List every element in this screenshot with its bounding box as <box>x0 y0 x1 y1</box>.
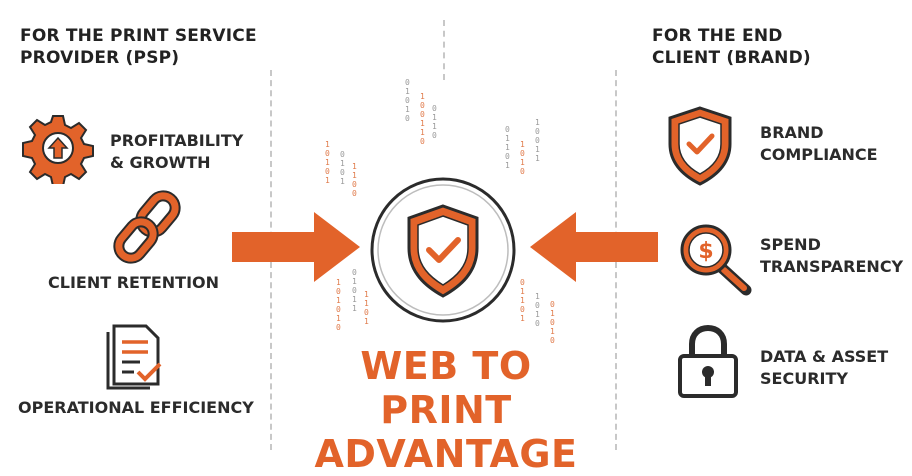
padlock-icon <box>676 324 740 400</box>
main-title: WEB TO PRINT ADVANTAGE <box>314 344 578 476</box>
dollar-magnifier-icon: $ <box>676 222 756 298</box>
chain-link-icon <box>110 190 190 265</box>
document-checklist-icon <box>100 322 170 390</box>
client-retention-label: CLIENT RETENTION <box>48 273 220 292</box>
data-asset-security-label: DATA & ASSET SECURITY <box>760 347 889 388</box>
spend-transparency-label: SPEND TRANSPARENCY <box>760 235 904 276</box>
left-heading: FOR THE PRINT SERVICE PROVIDER (PSP) <box>20 26 257 68</box>
center-shield-badge <box>367 174 519 326</box>
svg-text:$: $ <box>698 239 713 264</box>
gear-up-arrow-icon <box>22 112 94 187</box>
center-divider <box>443 20 445 80</box>
profitability-label: PROFITABILITY & GROWTH <box>110 131 244 172</box>
left-pointing-arrow-icon <box>528 212 658 282</box>
shield-check-icon <box>664 104 736 186</box>
operational-efficiency-label: OPERATIONAL EFFICIENCY <box>18 398 254 417</box>
right-pointing-arrow-icon <box>232 212 362 282</box>
right-heading: FOR THE END CLIENT (BRAND) <box>652 26 811 68</box>
brand-compliance-label: BRAND COMPLIANCE <box>760 123 878 164</box>
